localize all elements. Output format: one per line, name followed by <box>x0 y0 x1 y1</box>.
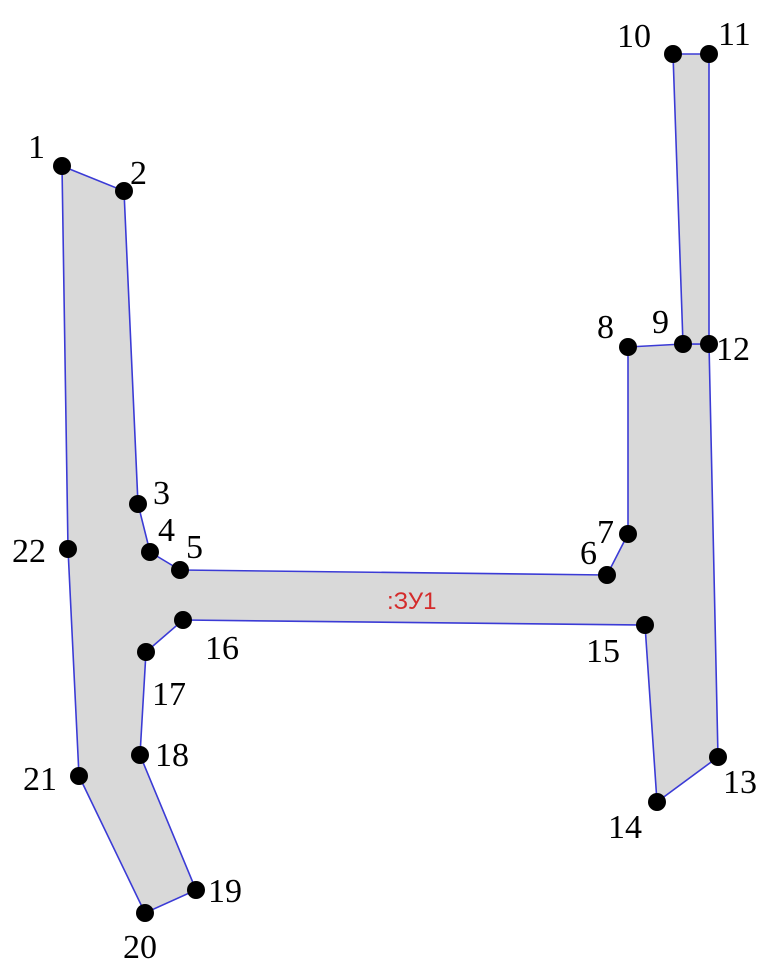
point-label-1: 1 <box>28 129 45 166</box>
point-label-19: 19 <box>208 873 242 910</box>
point-marker-21 <box>70 767 88 785</box>
point-marker-20 <box>136 904 154 922</box>
point-label-12: 12 <box>716 331 750 368</box>
point-marker-4 <box>141 543 159 561</box>
point-label-16: 16 <box>205 630 239 667</box>
point-label-4: 4 <box>158 512 175 549</box>
point-label-17: 17 <box>152 676 186 713</box>
point-marker-22 <box>59 540 77 558</box>
point-label-14: 14 <box>608 809 642 846</box>
point-label-6: 6 <box>580 535 597 572</box>
point-label-5: 5 <box>186 529 203 566</box>
point-marker-15 <box>636 616 654 634</box>
point-marker-19 <box>187 881 205 899</box>
point-label-18: 18 <box>155 737 189 774</box>
point-marker-8 <box>619 338 637 356</box>
point-label-15: 15 <box>586 633 620 670</box>
point-label-2: 2 <box>130 155 147 192</box>
point-marker-17 <box>137 643 155 661</box>
point-marker-13 <box>709 748 727 766</box>
point-marker-6 <box>598 566 616 584</box>
point-label-7: 7 <box>597 514 614 551</box>
point-marker-14 <box>648 793 666 811</box>
zone-label: :ЗУ1 <box>387 588 437 615</box>
point-label-20: 20 <box>123 929 157 966</box>
point-label-9: 9 <box>652 304 669 341</box>
point-marker-1 <box>53 157 71 175</box>
point-label-3: 3 <box>153 475 170 512</box>
plot-polygon-strip <box>672 53 710 345</box>
point-label-10: 10 <box>617 18 651 55</box>
point-marker-5 <box>171 561 189 579</box>
point-label-13: 13 <box>723 764 757 801</box>
point-marker-2 <box>115 182 133 200</box>
point-marker-10 <box>664 45 682 63</box>
point-label-11: 11 <box>718 16 751 53</box>
turning-points <box>53 45 727 922</box>
point-label-8: 8 <box>597 309 614 346</box>
point-marker-3 <box>129 495 147 513</box>
point-marker-12 <box>700 335 718 353</box>
point-label-22: 22 <box>12 533 46 570</box>
point-marker-16 <box>174 611 192 629</box>
point-marker-9 <box>674 335 692 353</box>
point-marker-11 <box>700 45 718 63</box>
point-marker-7 <box>619 525 637 543</box>
point-marker-18 <box>131 746 149 764</box>
point-label-21: 21 <box>23 761 57 798</box>
